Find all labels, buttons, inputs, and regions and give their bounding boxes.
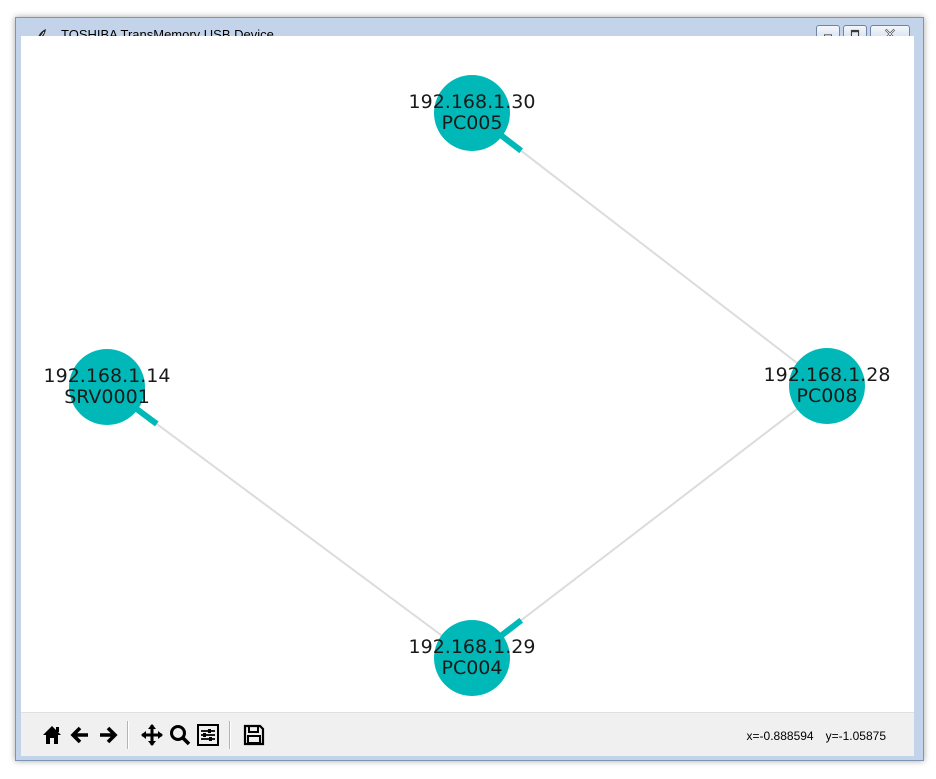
forward-button[interactable] — [94, 720, 122, 750]
save-button[interactable] — [240, 720, 268, 750]
node-hostname-label: PC004 — [441, 657, 503, 679]
node-hostname-label: SRV0001 — [64, 386, 150, 408]
graph-edge — [471, 385, 828, 659]
home-icon — [43, 726, 61, 744]
y-coordinate: y=-1.05875 — [825, 729, 886, 743]
node-hostname-label: PC005 — [441, 112, 503, 134]
network-graph[interactable] — [21, 36, 914, 712]
configure-subplots-icon — [197, 724, 219, 746]
navigation-toolbar: x=-0.888594 y=-1.05875 — [21, 712, 914, 756]
node-hostname-label: PC008 — [796, 385, 858, 407]
x-coordinate: x=-0.888594 — [746, 729, 814, 743]
node-ip-label: 192.168.1.28 — [763, 364, 891, 386]
back-button[interactable] — [66, 720, 94, 750]
configure-subplots-button[interactable] — [194, 720, 222, 750]
home-button[interactable] — [38, 720, 66, 750]
graph-node-pc008 — [789, 348, 865, 424]
graph-edge — [106, 386, 473, 659]
pan-button[interactable] — [138, 720, 166, 750]
graph-edge — [471, 112, 828, 387]
save-icon — [243, 724, 265, 746]
graph-node-srv0001 — [69, 349, 145, 425]
node-ip-label: 192.168.1.14 — [43, 365, 171, 387]
cursor-coordinates: x=-0.888594 y=-1.05875 — [747, 729, 886, 743]
graph-node-pc005 — [434, 75, 510, 151]
forward-arrow-icon — [100, 726, 118, 744]
pan-icon — [141, 724, 163, 746]
node-ip-label: 192.168.1.30 — [408, 91, 536, 113]
zoom-button[interactable] — [166, 720, 194, 750]
back-arrow-icon — [70, 726, 88, 744]
zoom-icon — [170, 725, 191, 746]
toolbar-separator — [229, 721, 231, 749]
node-ip-label: 192.168.1.29 — [408, 636, 536, 658]
graph-node-pc004 — [434, 620, 510, 696]
toolbar-separator — [127, 721, 129, 749]
